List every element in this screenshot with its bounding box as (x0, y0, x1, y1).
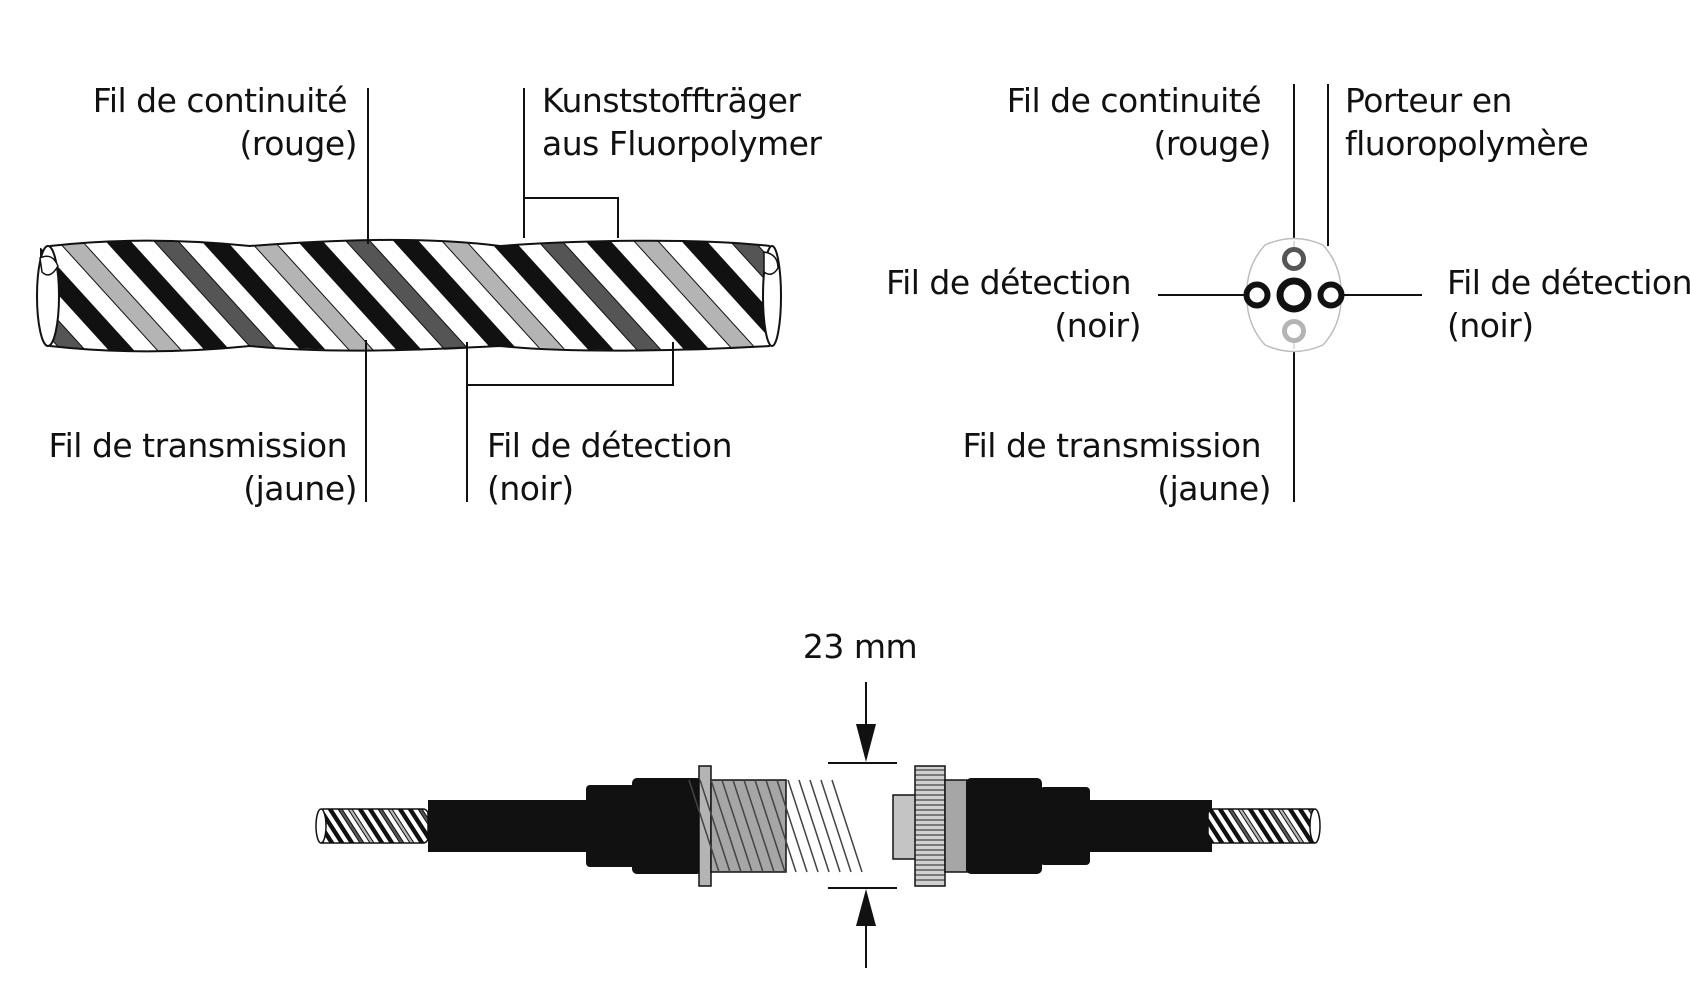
continuity-wire-stripe (718, 239, 775, 352)
small-rope-stripe (1208, 809, 1235, 843)
transmission-wire-section (1282, 319, 1306, 343)
small-rope-stripe (1328, 809, 1354, 843)
continuity-wire-stripe (40, 239, 98, 352)
connector-left-male (428, 765, 863, 887)
small-rope-stripe (1287, 809, 1315, 843)
thread-line (798, 779, 830, 873)
small-rope-stripe (377, 809, 405, 843)
dimension-indicator (828, 682, 897, 968)
thread-line (743, 779, 775, 873)
thread-line (809, 779, 841, 873)
continuity-wire-stripe (142, 239, 290, 352)
thread-line (721, 779, 753, 873)
small-rope-stripe (387, 809, 415, 843)
small-rope-stripe (288, 809, 314, 843)
detection-wire-stripe (670, 239, 775, 352)
connector-rope-left (288, 808, 429, 844)
transmission-wire-stripe (46, 239, 194, 352)
detection-wire-stripe (286, 239, 434, 352)
label-cross-detection-left: Fil de détection (noir) (886, 263, 1141, 345)
thread-line (776, 779, 808, 873)
small-rope-stripe (1208, 809, 1225, 843)
twisted-cable-side-view (36, 238, 782, 353)
dimension-label: 23 mm (803, 627, 917, 666)
small-rope-stripe (1227, 809, 1255, 843)
detection-wire-stripe (478, 239, 626, 352)
label-cross-carrier: Porteur en fluoropolymère (1345, 81, 1588, 163)
connector-rope-right (1207, 808, 1364, 844)
dimension-arrow-up (856, 889, 876, 926)
label-cross-continuity: Fil de continuité (rouge) (1007, 81, 1271, 163)
small-rope-stripe (1267, 809, 1295, 843)
transmission-wire-stripe (238, 239, 386, 352)
thread-line (732, 779, 764, 873)
connector-assembly (288, 765, 1364, 887)
label-side-transmission: Fil de transmission (jaune) (49, 426, 357, 508)
thread-line (688, 779, 720, 873)
center-core-section (1276, 277, 1312, 313)
detection-wire-stripe (382, 239, 530, 352)
detection-wire-stripe (190, 239, 338, 352)
label-cross-detection-right: Fil de détection (noir) (1447, 263, 1690, 345)
label-side-carrier: Kunststoffträger aus Fluorpolymer (542, 81, 822, 163)
rope-helix-stripes (40, 239, 775, 352)
transmission-wire-stripe (430, 239, 578, 352)
thread-line (754, 779, 786, 873)
detection-wire-section-right (1317, 281, 1345, 309)
thread-line (787, 779, 819, 873)
thread-line (820, 779, 852, 873)
small-rope-stripe (1317, 809, 1318, 843)
detection-wire-stripe (40, 239, 146, 352)
small-rope-stripe (357, 809, 385, 843)
label-side-continuity: Fil de continuité (rouge) (93, 81, 357, 163)
cable-cross-section (1158, 84, 1422, 502)
small-rope-stripe (1217, 809, 1245, 843)
connector-right-female (892, 765, 1212, 887)
small-rope-stripe (1277, 809, 1305, 843)
small-rope-stripe (347, 809, 375, 843)
detection-wire-stripe (94, 239, 242, 352)
small-rope-stripe (337, 809, 365, 843)
small-rope-stripe (327, 809, 355, 843)
thread-line (710, 779, 742, 873)
label-cross-transmission: Fil de transmission (jaune) (963, 426, 1271, 508)
continuity-wire-stripe (334, 239, 482, 352)
dimension-arrow-down (856, 724, 876, 762)
small-rope-stripe (397, 809, 425, 843)
small-rope-stripe (1338, 809, 1364, 843)
thread-line (765, 779, 797, 873)
transmission-wire-stripe (622, 239, 770, 352)
small-rope-stripe (1247, 809, 1275, 843)
small-rope-stripe (367, 809, 395, 843)
thread-line (831, 779, 863, 873)
small-rope-stripe (1237, 809, 1265, 843)
small-rope-stripe (417, 809, 428, 843)
label-side-detection: Fil de détection (noir) (487, 426, 742, 508)
continuity-wire-stripe (526, 239, 674, 352)
side-view-leader-lines (365, 88, 674, 502)
detection-wire-stripe (574, 239, 722, 352)
detection-wire-section-left (1243, 281, 1271, 309)
continuity-wire-section (1282, 247, 1306, 271)
small-rope-stripe (1257, 809, 1285, 843)
knurled-nut (914, 765, 946, 887)
thread-line (699, 779, 731, 873)
right-pin-insert (892, 794, 918, 860)
